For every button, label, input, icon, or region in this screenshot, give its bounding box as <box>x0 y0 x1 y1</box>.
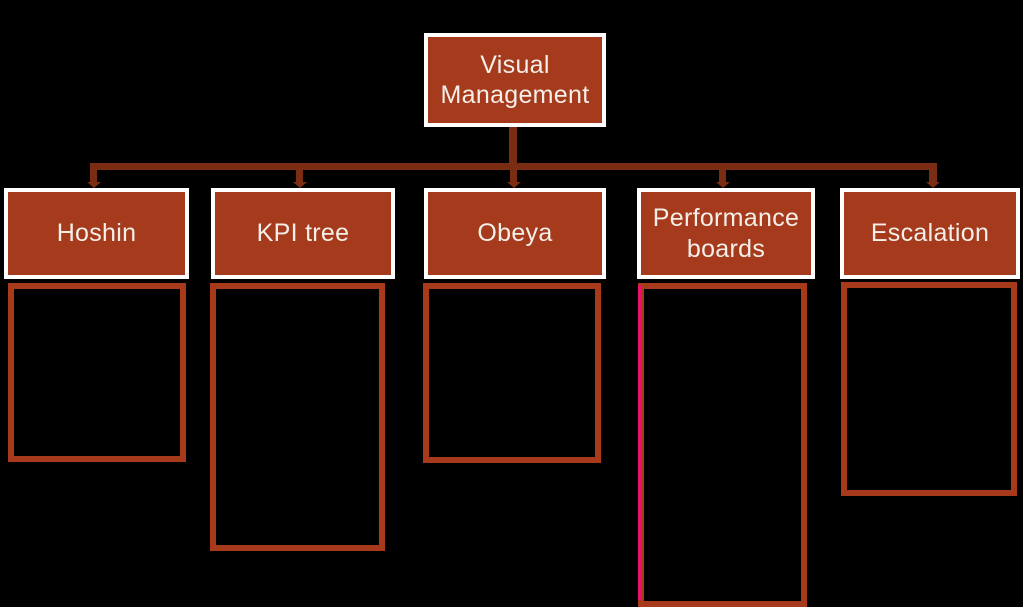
connector-drop-performance-boards <box>719 166 726 183</box>
panel-performance-boards <box>638 283 807 607</box>
connector-arrowhead-kpi-tree <box>293 182 307 188</box>
node-hoshin: Hoshin <box>4 188 189 279</box>
connector-drop-escalation <box>929 166 937 183</box>
connector-drop-hoshin <box>90 166 97 183</box>
node-obeya-label: Obeya <box>477 219 553 248</box>
connector-arrowhead-obeya <box>507 182 521 188</box>
panel-obeya <box>423 283 601 463</box>
node-kpi-tree: KPI tree <box>211 188 395 279</box>
connector-trunk <box>509 126 517 166</box>
artifact-magenta-line <box>638 285 641 600</box>
node-visual-management: Visual Management <box>424 33 606 127</box>
node-performance-boards-label: Performance boards <box>652 204 800 263</box>
node-escalation: Escalation <box>840 188 1020 279</box>
node-escalation-label: Escalation <box>870 219 990 248</box>
node-kpi-tree-label: KPI tree <box>256 219 350 248</box>
connector-drop-obeya <box>510 166 517 183</box>
connector-arrowhead-escalation <box>926 182 940 188</box>
panel-hoshin <box>8 283 186 462</box>
node-obeya: Obeya <box>424 188 606 279</box>
node-hoshin-label: Hoshin <box>56 219 137 248</box>
panel-escalation <box>841 282 1017 496</box>
connector-arrowhead-hoshin <box>87 182 101 188</box>
node-visual-management-label: Visual Management <box>440 50 590 110</box>
panel-kpi-tree <box>210 283 385 551</box>
connector-arrowhead-performance-boards <box>716 182 730 188</box>
connector-drop-kpi-tree <box>296 166 303 183</box>
node-performance-boards: Performance boards <box>637 188 815 279</box>
